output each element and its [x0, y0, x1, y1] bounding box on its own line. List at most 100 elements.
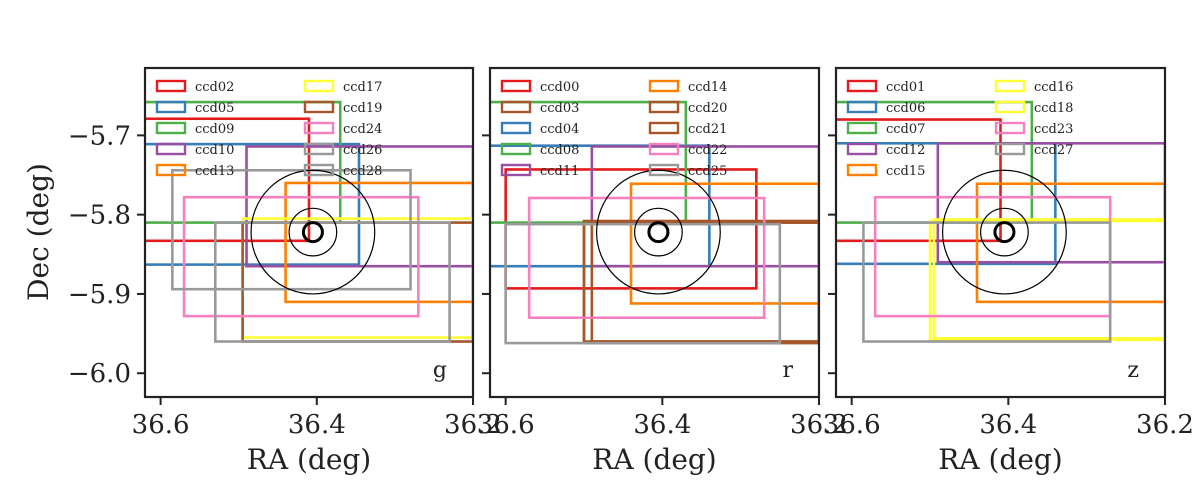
target-circle: [634, 207, 683, 257]
legend-entry: ccd09: [195, 122, 234, 137]
ccd-footprint-ccd02: [145, 117, 311, 243]
ccd-footprint-ccd08: [490, 100, 688, 224]
ccd-footprint-ccd01: [836, 118, 1002, 243]
ccd-footprint-ccd20: [582, 219, 819, 343]
legend-swatch: [994, 79, 1026, 93]
legend-entry: ccd17: [343, 80, 382, 95]
legend-entry: ccd21: [688, 122, 727, 137]
legend-entry: ccd28: [343, 164, 382, 179]
legend-entry: ccd25: [688, 164, 727, 179]
x-tick-label: 36.2: [1136, 410, 1194, 440]
x-tick-label: 36.2: [444, 410, 502, 440]
ccd-footprint-ccd14: [629, 182, 819, 305]
legend-entry: ccd12: [886, 143, 925, 158]
legend-entry: ccd15: [886, 164, 925, 179]
target-circle: [250, 169, 376, 295]
legend-entry: ccd16: [1034, 80, 1073, 95]
legend-swatch: [846, 142, 878, 156]
legend-swatch: [303, 121, 335, 135]
legend-entry: ccd18: [1034, 101, 1073, 116]
y-tick-label: −5.7: [68, 121, 131, 151]
legend-entry: ccd05: [195, 101, 234, 116]
axes-frame: [834, 66, 1167, 399]
legend-entry: ccd23: [1034, 122, 1073, 137]
legend-swatch: [500, 100, 532, 114]
y-tick-label: −5.8: [68, 201, 131, 231]
target-circle: [288, 207, 338, 257]
legend-swatch: [648, 79, 680, 93]
y-tick-label: −6.0: [68, 359, 131, 389]
target-circle: [647, 221, 670, 244]
legend-swatch: [155, 79, 187, 93]
target-circle: [301, 221, 324, 244]
legend-swatch: [500, 79, 532, 93]
ccd-footprint-ccd22: [527, 196, 766, 320]
ccd-footprint-ccd09: [145, 100, 342, 224]
legend-entry: ccd11: [540, 164, 579, 179]
legend-swatch: [303, 79, 335, 93]
legend-swatch: [500, 142, 532, 156]
x-tick-label: 36.4: [979, 410, 1037, 440]
ccd-footprint-ccd25: [504, 222, 782, 345]
legend-swatch: [846, 163, 878, 177]
legend-swatch: [846, 121, 878, 135]
band-label: r: [782, 358, 793, 383]
x-tick-label: 36.2: [790, 410, 848, 440]
legend-swatch: [846, 79, 878, 93]
legend-entry: ccd10: [195, 143, 234, 158]
legend-swatch: [155, 142, 187, 156]
legend-swatch: [846, 100, 878, 114]
legend-swatch: [155, 100, 187, 114]
legend-swatch: [303, 142, 335, 156]
ccd-footprint-ccd28: [171, 168, 412, 291]
legend-swatch: [303, 163, 335, 177]
legend-entry: ccd08: [540, 143, 579, 158]
legend-entry: ccd13: [195, 164, 234, 179]
legend-swatch: [994, 100, 1026, 114]
x-axis-label: RA (deg): [247, 443, 371, 476]
legend-swatch: [303, 100, 335, 114]
band-label: z: [1127, 358, 1139, 383]
ccd-footprint-ccd24: [182, 195, 420, 318]
legend-swatch: [155, 121, 187, 135]
target-circle: [980, 207, 1029, 257]
legend-swatch: [648, 163, 680, 177]
legend-swatch: [155, 163, 187, 177]
legend-entry: ccd26: [343, 143, 382, 158]
x-tick-label: 36.6: [132, 410, 190, 440]
legend-entry: ccd14: [688, 80, 727, 95]
plot-area: [836, 100, 1165, 343]
x-tick-label: 36.4: [288, 410, 346, 440]
legend-swatch: [500, 163, 532, 177]
ccd-footprint-ccd03: [582, 221, 819, 345]
x-axis-label: RA (deg): [938, 443, 1062, 476]
ccd-footprint-ccd21: [590, 221, 819, 343]
legend: ccd02 ccd05 ccd09 ccd10 ccd13 ccd17 ccd19 ccd24…: [155, 79, 382, 179]
legend-entry: ccd19: [343, 101, 382, 116]
legend-entry: ccd27: [1034, 143, 1073, 158]
target-circle: [595, 169, 721, 295]
plot-area: [490, 100, 819, 345]
ccd-footprint-ccd18: [932, 218, 1165, 340]
ccd-footprint-ccd12: [936, 142, 1165, 264]
legend-swatch: [994, 142, 1026, 156]
legend-entry: ccd02: [195, 80, 234, 95]
legend-entry: ccd20: [688, 101, 727, 116]
band-label: g: [433, 358, 447, 383]
ccd-footprint-ccd05: [145, 142, 361, 266]
legend-swatch: [648, 142, 680, 156]
legend-entry: ccd24: [343, 122, 382, 137]
legend-entry: ccd22: [688, 143, 727, 158]
legend-entry: ccd03: [540, 101, 579, 116]
ccd-footprint-ccd23: [873, 195, 1112, 318]
legend-entry: ccd00: [540, 80, 579, 95]
legend-swatch: [648, 121, 680, 135]
axes-frame: [488, 66, 821, 399]
legend-swatch: [500, 121, 532, 135]
x-axis-label: RA (deg): [592, 443, 716, 476]
